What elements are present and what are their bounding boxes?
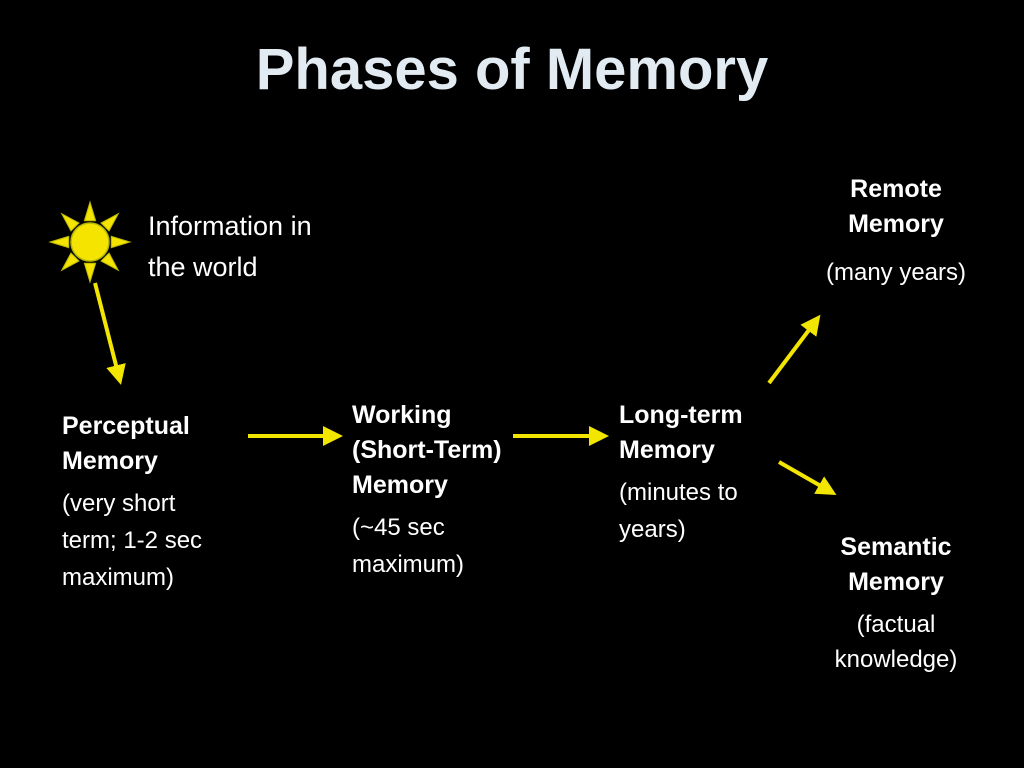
arrow-longterm-to-semantic xyxy=(778,460,837,495)
node-title: Long-term Memory xyxy=(619,401,743,464)
node-detail: (very short term; 1-2 sec maximum) xyxy=(62,490,203,592)
sun-ray xyxy=(100,252,120,272)
arrow-longterm-to-remote xyxy=(767,314,821,385)
node-working-memory: Working (Short-Term) Memory (~45 sec max… xyxy=(352,398,502,583)
sun-ray xyxy=(48,235,70,249)
node-detail: (many years) xyxy=(825,259,967,286)
slide-title: Phases of Memory xyxy=(255,37,769,102)
sun-ray xyxy=(83,200,97,222)
sun-icon xyxy=(48,200,132,284)
sun-disc xyxy=(70,222,110,262)
node-semantic-memory: Semantic Memory (factual knowledge) xyxy=(796,530,996,678)
sun-ray xyxy=(60,212,80,232)
node-title: Working (Short-Term) Memory xyxy=(352,401,502,499)
source-label: Information in the world xyxy=(148,211,312,282)
node-long-term-memory: Long-term Memory (minutes to years) xyxy=(619,398,743,548)
arrow-source-to-perceptual xyxy=(93,282,126,385)
node-title: Semantic Memory xyxy=(840,533,952,596)
node-detail: (factual knowledge) xyxy=(834,611,958,673)
node-detail: (minutes to years) xyxy=(619,479,738,544)
node-remote-memory: Remote Memory (many years) xyxy=(796,172,996,291)
node-title: Perceptual Memory xyxy=(62,412,190,475)
sun-ray xyxy=(60,252,80,272)
sun-ray xyxy=(83,262,97,284)
node-detail: (~45 sec maximum) xyxy=(352,514,464,579)
sun-ray xyxy=(110,235,132,249)
node-title: Remote Memory xyxy=(848,175,944,238)
node-perceptual-memory: Perceptual Memory (very short term; 1-2 … xyxy=(62,409,202,597)
sun-ray xyxy=(100,212,120,232)
